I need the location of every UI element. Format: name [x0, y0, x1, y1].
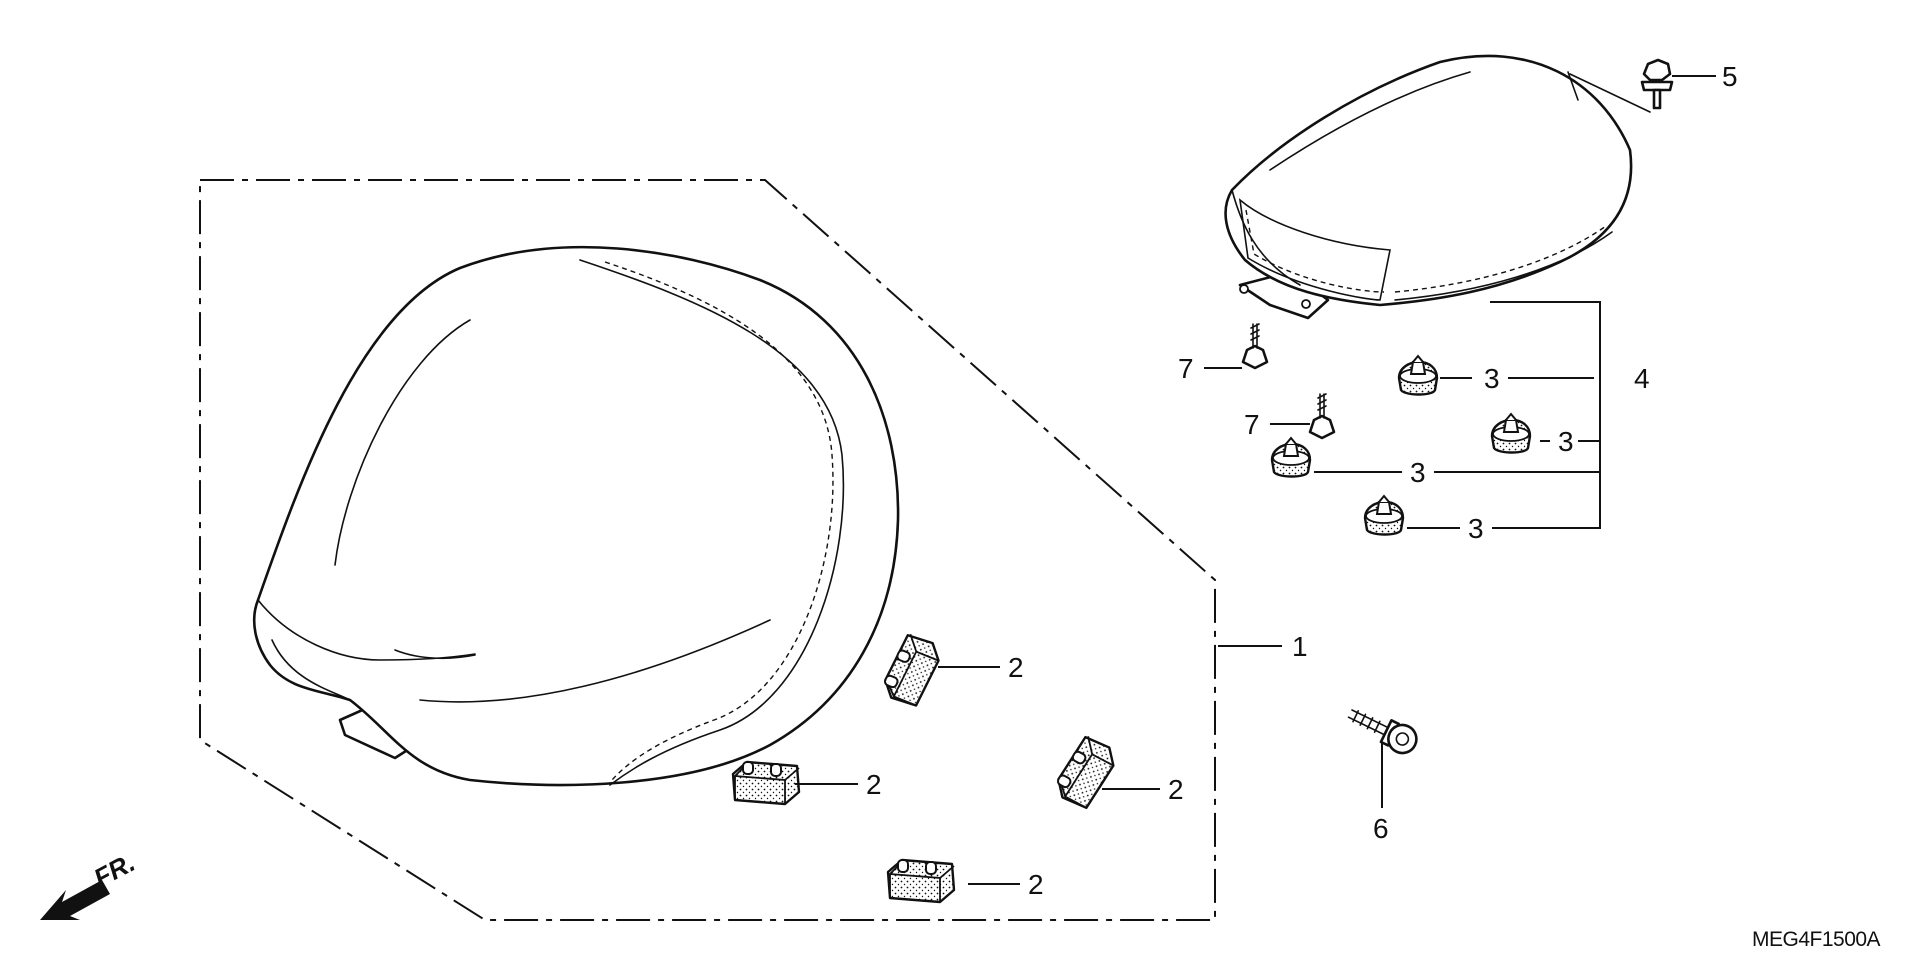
callout-6: 6: [1373, 813, 1389, 844]
screw-a: [1241, 323, 1269, 370]
seat-assembly-boundary: [199, 179, 1216, 921]
callout-2-lower: 2: [1028, 869, 1044, 900]
front-arrow: FR.: [40, 847, 140, 920]
main-seat: [252, 245, 900, 787]
callout-1: 1: [1292, 631, 1308, 662]
screw-b: [1308, 393, 1336, 440]
callout-3-a: 3: [1484, 363, 1500, 394]
callout-3-c: 3: [1410, 457, 1426, 488]
bolt-bottom: [1347, 709, 1418, 755]
bolt-top: [1640, 58, 1674, 110]
seat-pad-upper: [878, 630, 945, 711]
callout-3-d: 3: [1468, 513, 1484, 544]
callout-3-b: 3: [1558, 426, 1574, 457]
callout-7-a: 7: [1178, 353, 1194, 384]
callout-2-left: 2: [866, 769, 882, 800]
callout-5: 5: [1722, 61, 1738, 92]
seat-pad-lower: [886, 858, 956, 904]
rubber-a: [1397, 354, 1439, 396]
callout-2-upper: 2: [1008, 652, 1024, 683]
pillion-seat: [1224, 54, 1633, 320]
seat-pad-right: [1050, 732, 1122, 813]
diagram-code: MEG4F1500A: [1752, 928, 1881, 951]
callout-7-b: 7: [1244, 409, 1260, 440]
callout-4: 4: [1634, 363, 1650, 394]
rubber-d: [1363, 494, 1405, 536]
callouts: 1 2 2 2 2 3 3 3 3 4 5 6 7 7: [866, 61, 1738, 900]
rubber-c: [1270, 436, 1312, 478]
rubber-b: [1490, 412, 1532, 454]
callout-2-right: 2: [1168, 774, 1184, 805]
bolt-top-guide: [1567, 71, 1651, 113]
seat-pad-left: [731, 760, 801, 806]
leader-lines: [795, 75, 1716, 885]
